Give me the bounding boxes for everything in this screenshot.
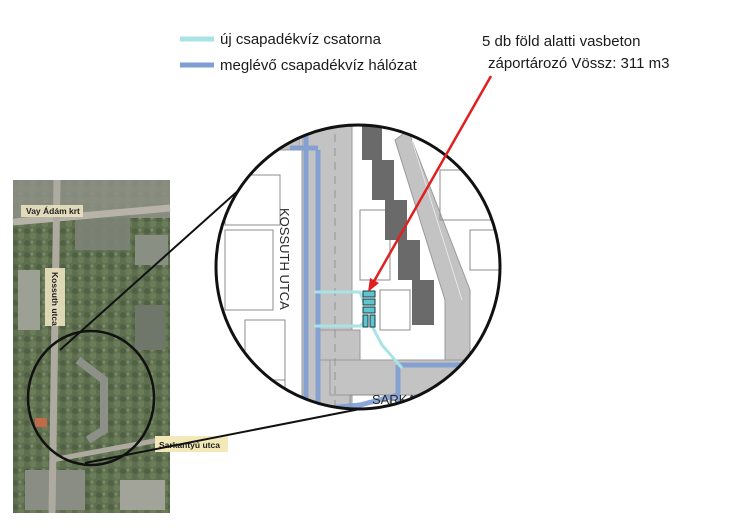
vay-adam-krt-label: Vay Ádám krt bbox=[26, 206, 80, 216]
kossuth-utca-aerial-label: Kossuth utca bbox=[50, 272, 60, 326]
legend-label-existing-network: meglévő csapadékvíz hálózat bbox=[220, 57, 418, 74]
zoom-line-bottom bbox=[84, 408, 361, 464]
annotation-arrow-line bbox=[371, 75, 493, 284]
legend-label-new-channel: új csapadékvíz csatorna bbox=[220, 31, 382, 48]
kossuth-utca-map-label: KOSSUTH UTCA bbox=[277, 208, 292, 310]
tank-4 bbox=[362, 314, 369, 328]
legend-item-new-channel: új csapadékvíz csatorna bbox=[180, 31, 382, 48]
aerial-label-sarkantyu: Sarkantyú utca bbox=[155, 436, 228, 452]
legend-item-existing-network: meglévő csapadékvíz hálózat bbox=[180, 57, 418, 74]
aerial-label-kossuth: Kossuth utca bbox=[45, 268, 65, 326]
annotation-line-2: záportározó Vössz: 311 m3 bbox=[488, 55, 669, 72]
annotation-arrowhead-icon bbox=[368, 278, 379, 292]
aerial-label-vay: Vay Ádám krt bbox=[21, 205, 83, 217]
annotation: 5 db föld alatti vasbeton záportározó Vö… bbox=[368, 33, 669, 292]
annotation-line-1: 5 db föld alatti vasbeton bbox=[482, 33, 640, 50]
tank-1 bbox=[362, 290, 376, 298]
apartment-block bbox=[362, 125, 434, 325]
detail-map-circle-frame bbox=[214, 123, 502, 411]
tank-3 bbox=[362, 306, 376, 314]
aerial-photo bbox=[12, 179, 171, 514]
tank-2 bbox=[362, 298, 376, 306]
detail-map: KOSSUTH UTCA SARKANTYÚ UTCA bbox=[216, 125, 500, 409]
aerial-highlight-ellipse bbox=[26, 329, 156, 467]
tank-5 bbox=[369, 314, 376, 328]
sarkantyu-utca-aerial-label: Sarkantyú utca bbox=[159, 440, 220, 450]
legend: új csapadékvíz csatorna meglévő csapadék… bbox=[180, 31, 418, 74]
